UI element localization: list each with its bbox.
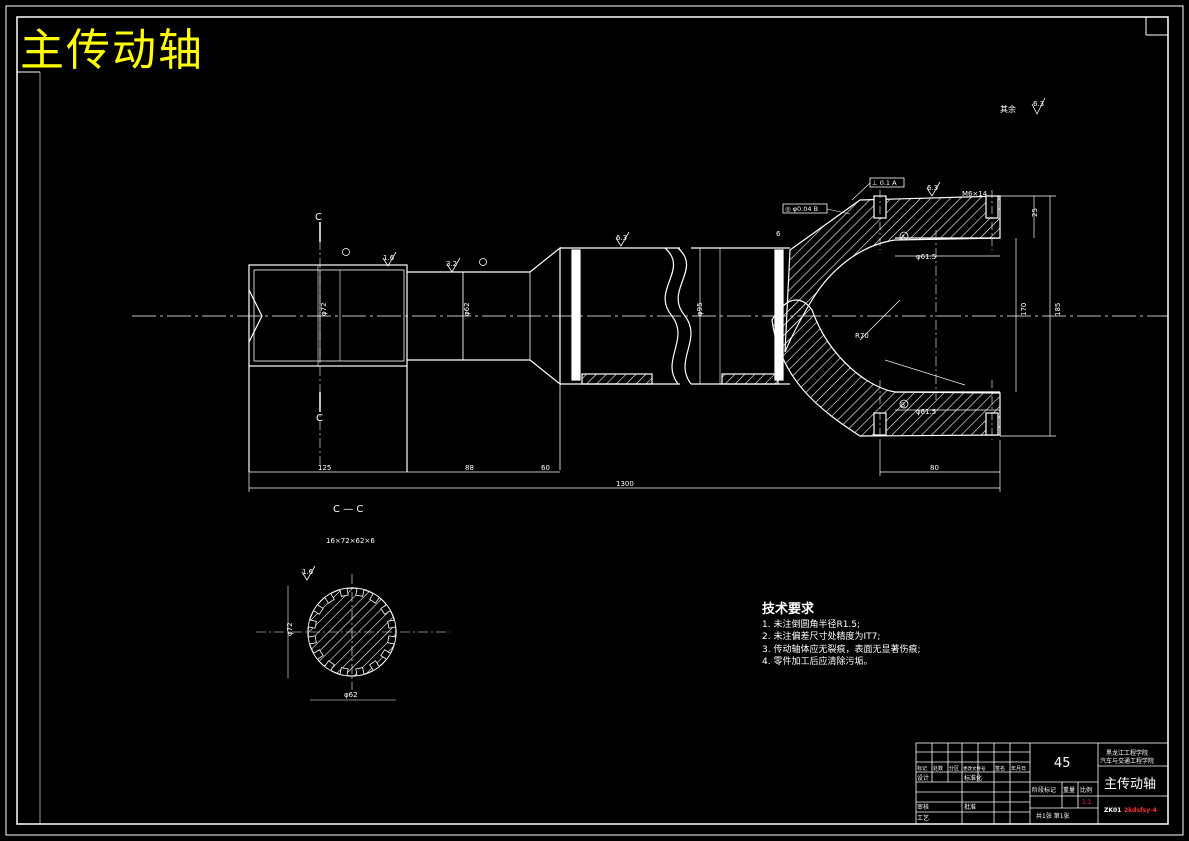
dim-h170: 170 <box>1020 303 1028 316</box>
dim-h185: 185 <box>1054 303 1062 316</box>
spline-tooth-gap <box>324 660 335 672</box>
section-marks: C C <box>315 212 323 424</box>
tech-req-item-2: 2. 未注偏差尺寸处精度为IT7; <box>762 632 881 642</box>
row-label-4: 更改文件号 <box>963 765 986 772</box>
roughness-texts: 其余 6.3 1.6 3.2 6.3 6.3 1.6 <box>302 100 1044 576</box>
scale-value: 1:1 <box>1082 799 1092 806</box>
spline-tooth-gap <box>387 619 396 629</box>
section-cc-label: C — C <box>333 504 363 515</box>
check-label: 审核 <box>917 803 929 811</box>
ratio-label: 比例 <box>1080 786 1092 794</box>
dimension-lines <box>248 195 1056 492</box>
dim-yoke-top: φ61.5 <box>916 253 936 261</box>
datum-b: B <box>901 402 905 409</box>
dim-total: 1300 <box>616 480 634 488</box>
drawing-no-red: 2kdsfsy-4 <box>1124 807 1157 814</box>
shaft-left <box>248 240 561 473</box>
spline-tooth-gap <box>380 649 392 660</box>
tech-req-item-3: 3. 传动轴体应无裂痕，表面无显著伤痕; <box>762 644 921 655</box>
school-2: 汽车与交通工程学院 <box>1100 757 1154 765</box>
row-label-3: 分区 <box>949 765 959 772</box>
tol-coax: ◎ φ0.04 B <box>785 205 818 213</box>
outer-frame <box>5 5 1184 836</box>
spline-tooth-gap <box>355 667 365 676</box>
dim-r70: R70 <box>855 332 869 340</box>
dim-w6: 6 <box>776 230 781 238</box>
dim-d-mid: φ62 <box>463 302 471 316</box>
section-mark-top: C <box>315 212 322 223</box>
section-cc: C — C 16×72×62×6 φ72 φ62 <box>256 504 450 701</box>
dim-88: 88 <box>465 464 474 472</box>
approve-label: 批准 <box>964 803 976 811</box>
row-label-2: 处数 <box>933 765 943 772</box>
inner-frame <box>16 16 1169 825</box>
spline-tooth-gap <box>324 592 335 604</box>
weight-label: 重量 <box>1063 786 1075 794</box>
dim-d-body: φ95 <box>696 302 704 316</box>
yoke <box>771 190 1001 440</box>
spline-tooth-gap <box>380 604 392 615</box>
roughness-marks <box>301 97 1046 581</box>
spline-tooth-gap <box>308 619 317 629</box>
dim-spline-len: 125 <box>318 464 331 472</box>
dim-spline-od: φ72 <box>286 622 294 636</box>
title-block <box>915 742 1169 825</box>
school-1: 黑龙江工程学院 <box>1106 749 1148 757</box>
spline-tooth-gap <box>339 588 349 597</box>
roughness-val-4: 6.3 <box>927 184 938 192</box>
row-label-1: 标记 <box>917 765 927 772</box>
material: 45 <box>1054 756 1071 771</box>
tech-req-item-1: 1. 未注倒圆角半径R1.5; <box>762 619 861 630</box>
row-label-5: 签名 <box>995 765 1005 772</box>
design-label: 设计 <box>917 774 929 782</box>
drawing-title: 主传动轴 <box>20 25 204 76</box>
dim-thread: M6×14 <box>962 190 988 198</box>
spline-tooth-gap <box>339 667 349 676</box>
standard-label: 标准化 <box>964 774 982 782</box>
spline-tooth-gap <box>369 592 380 604</box>
spline-tooth-gap <box>355 588 365 597</box>
spline-tooth-gap <box>387 635 396 645</box>
section-mark-bottom: C <box>316 413 323 424</box>
dim-d-shaft: φ72 <box>320 302 328 316</box>
drawing-no: ZK01 <box>1104 807 1121 814</box>
roughness-val-5: 1.6 <box>302 568 314 576</box>
dimension-texts: 1300 125 88 60 80 φ61.5 φ61.5 R70 M6×14 … <box>318 190 1062 488</box>
title-block-texts: 45 黑龙江工程学院 汽车与交通工程学院 主传动轴 ZK01 2kdsfsy-4… <box>917 749 1157 822</box>
roughness-val-1: 1.6 <box>383 254 395 262</box>
dim-yoke-bot: φ61.5 <box>916 408 936 416</box>
roughness-val-2: 3.2 <box>446 260 457 268</box>
tech-req-heading: 技术要求 <box>762 602 815 617</box>
spline-tooth-gap <box>369 660 380 672</box>
tolerance-frames: ⊥ 0.1 A ◎ φ0.04 B A B <box>342 177 909 409</box>
dim-spline-id: φ62 <box>344 691 358 699</box>
tech-req-item-4: 4. 零件加工后应清除污垢。 <box>762 657 873 667</box>
roughness-other-val: 6.3 <box>1033 100 1044 108</box>
dim-h25: 25 <box>1031 208 1039 217</box>
process-label: 工艺 <box>917 814 929 822</box>
spline-spec: 16×72×62×6 <box>326 537 375 545</box>
tol-perp: ⊥ 0.1 A <box>872 179 897 187</box>
stage-label: 阶段标记 <box>1032 786 1056 794</box>
spline-tooth-gap <box>312 649 324 660</box>
technical-requirements: 技术要求 1. 未注倒圆角半径R1.5; 2. 未注偏差尺寸处精度为IT7; 3… <box>762 602 922 669</box>
roughness-val-3: 6.3 <box>616 234 627 242</box>
spline-tooth-gap <box>308 635 317 645</box>
sheet-count: 共1张 第1张 <box>1036 812 1070 820</box>
roughness-other: 其余 <box>1000 104 1016 114</box>
spline-tooth-gap <box>312 604 324 615</box>
dim-60: 60 <box>541 464 550 472</box>
dim-80: 80 <box>930 464 939 472</box>
datum-a: A <box>901 234 906 241</box>
part-name: 主传动轴 <box>1104 777 1156 792</box>
row-label-6: 年月日 <box>1011 765 1026 772</box>
